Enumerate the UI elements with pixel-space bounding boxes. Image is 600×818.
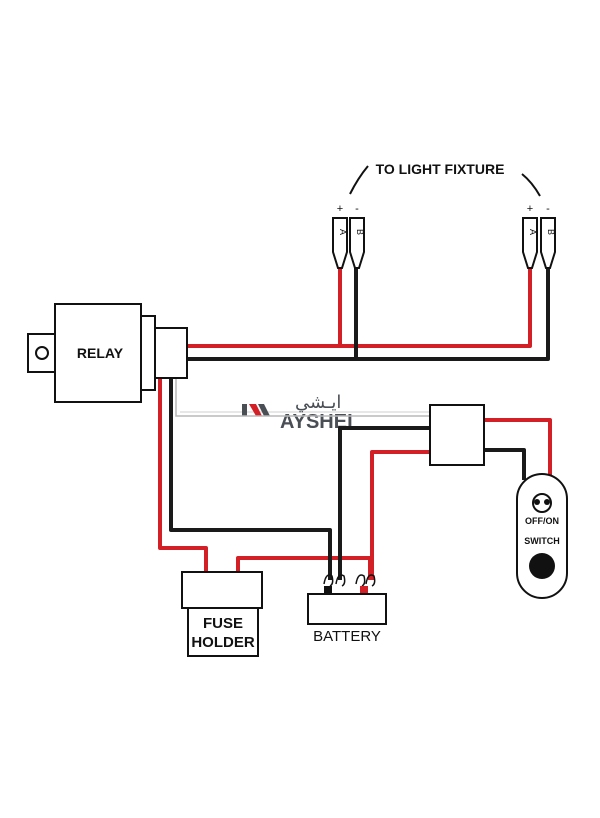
- fuse-label-line2: HOLDER: [191, 634, 255, 651]
- battery-positive-terminal-icon: [360, 586, 368, 594]
- relay-connector: [154, 327, 188, 379]
- light-fixture-label: TO LIGHT FIXTURE: [376, 161, 505, 177]
- light-fixture-group: TO LIGHT FIXTURE: [349, 161, 541, 197]
- bracket-right: [521, 173, 541, 197]
- negative-wires: [169, 266, 550, 580]
- fuse-label-line1: FUSE: [203, 615, 243, 632]
- wire-signal: [175, 376, 430, 417]
- relay-body: [54, 303, 142, 403]
- terminal-minus-label: -: [546, 203, 550, 215]
- terminal-b-connector: [540, 217, 556, 269]
- clamp-icon: [365, 574, 376, 587]
- fuse-holder-cap: [181, 571, 263, 609]
- watermark-arabic: ايـشي: [295, 392, 341, 413]
- relay-mount-hole-icon: [35, 346, 49, 360]
- battery-body: [307, 593, 387, 625]
- terminal-b-connector: [349, 217, 365, 269]
- fuse-holder-body: [187, 607, 259, 657]
- rocker-switch: OFF/ON SWITCH: [516, 473, 568, 599]
- switch-name-label: SWITCH: [524, 536, 560, 546]
- fixture-connector-right: + - A B: [522, 203, 556, 269]
- relay: RELAY: [27, 303, 188, 403]
- wire-relay-to-battery-negative: [169, 374, 332, 580]
- wire-relay-to-fuse: [158, 372, 208, 572]
- terminal-b-label: B: [355, 229, 365, 235]
- fixture-connector-left: + - A B: [332, 203, 365, 269]
- wire-battery-to-switchbox-negative: [338, 426, 430, 580]
- battery-negative-terminal-icon: [324, 586, 332, 594]
- battery: BATTERY: [307, 574, 387, 645]
- fuse-holder: FUSE HOLDER: [181, 571, 263, 657]
- wire-relay-to-fixture-negative: [186, 266, 550, 361]
- battery-label: BATTERY: [313, 628, 381, 645]
- wire-battery-to-switchbox: [370, 450, 430, 580]
- terminal-a-connector: [522, 217, 538, 269]
- relay-collar: [140, 315, 156, 391]
- terminal-minus-label: -: [355, 203, 359, 215]
- clamp-icon: [335, 574, 346, 587]
- terminal-plus-label: +: [337, 203, 343, 215]
- terminal-a-connector: [332, 217, 348, 269]
- battery-clamps: [323, 574, 376, 587]
- positive-wires: [158, 266, 552, 580]
- clamp-icon: [323, 574, 334, 587]
- terminal-a-label: A: [338, 229, 348, 235]
- wire-relay-to-fixture-positive: [186, 266, 532, 348]
- terminal-plus-label: +: [527, 203, 533, 215]
- watermark-logo-icon: [242, 404, 270, 416]
- relay-label: RELAY: [77, 345, 124, 361]
- switch-control-box: [429, 404, 485, 466]
- wire-switchbox-to-switch-black: [484, 448, 526, 480]
- terminal-a-label: A: [528, 229, 538, 235]
- switch-led-left-icon: [534, 499, 540, 505]
- switch-indicator-ring: [532, 493, 552, 513]
- terminal-b-label: B: [546, 229, 556, 235]
- bracket-left: [349, 165, 369, 195]
- wire-switchbox-to-switch-red: [484, 418, 552, 480]
- clamp-icon: [355, 574, 366, 587]
- switch-offon-label: OFF/ON: [525, 516, 559, 526]
- switch-led-right-icon: [544, 499, 550, 505]
- switch-button-icon: [529, 553, 555, 579]
